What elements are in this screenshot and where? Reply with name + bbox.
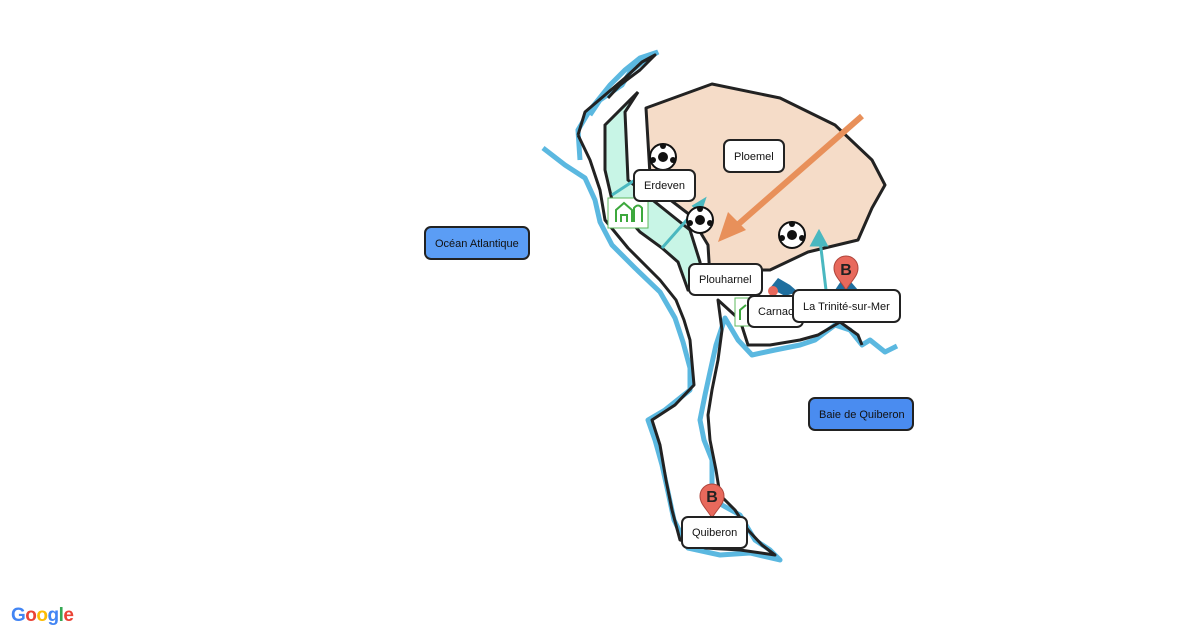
label-bay: Baie de Quiberon <box>808 397 914 431</box>
label-ploemel: Ploemel <box>723 139 785 173</box>
teal-arrows <box>611 178 829 291</box>
bus-stop-marker[interactable]: B <box>833 255 859 291</box>
label-plouharnel: Plouharnel <box>688 263 763 296</box>
label-ocean: Océan Atlantique <box>424 226 530 260</box>
google-logo: Google <box>11 605 74 626</box>
football-icon[interactable] <box>778 221 806 249</box>
label-erdeven: Erdeven <box>633 169 696 202</box>
football-icon[interactable] <box>686 206 714 234</box>
bus-stop-marker[interactable]: B <box>699 483 725 519</box>
direction-arrow <box>718 113 864 242</box>
label-trinite: La Trinité-sur-Mer <box>792 289 901 323</box>
land-outline <box>576 53 864 557</box>
farm-icon[interactable] <box>607 197 649 229</box>
bus-marker-small[interactable] <box>768 286 778 296</box>
bus-letter: B <box>840 262 852 279</box>
bus-letter: B <box>706 489 718 506</box>
football-icon[interactable] <box>649 143 677 171</box>
label-quiberon: Quiberon <box>681 516 749 549</box>
